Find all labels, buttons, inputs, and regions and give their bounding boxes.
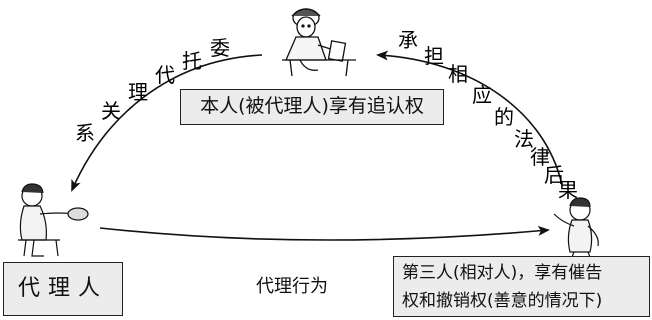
consequence-char: 果 <box>558 178 578 202</box>
principal-box: 本人(被代理人)享有追认权 <box>180 89 444 125</box>
delegation-char: 托 <box>182 49 202 73</box>
consequence-char: 律 <box>530 145 550 169</box>
agent-figure-icon <box>18 183 89 257</box>
consequence-char: 应 <box>472 83 492 107</box>
third-party-figure-icon <box>553 197 599 263</box>
agent-box: 代理人 <box>3 262 123 316</box>
principal-box-text: 本人(被代理人)享有追认权 <box>200 95 424 117</box>
consequence-char: 相 <box>448 62 468 86</box>
delegation-char: 系 <box>75 121 95 145</box>
consequence-char: 法 <box>514 127 534 151</box>
delegation-char: 委 <box>210 36 230 60</box>
agency-act-label: 代理行为 <box>256 276 328 297</box>
consequence-char: 担 <box>424 44 444 68</box>
consequence-char: 后 <box>544 163 564 187</box>
third-party-box: 第三人(相对人)，享有催告 权和撤销权(善意的情况下) <box>393 256 650 317</box>
principal-figure-icon <box>282 8 356 77</box>
third-party-box-line1: 第三人(相对人)，享有催告 <box>402 263 603 283</box>
third-party-box-line2: 权和撤销权(善意的情况下) <box>402 291 603 311</box>
agent-box-text: 代理人 <box>17 276 108 301</box>
consequence-char: 的 <box>494 105 514 129</box>
delegation-char: 理 <box>128 80 148 104</box>
consequence-char: 承 <box>398 28 418 52</box>
delegation-arrow <box>71 54 263 192</box>
agency-act-arrow <box>99 225 550 241</box>
delegation-char: 代 <box>155 63 175 87</box>
consequence-arrow <box>376 50 563 186</box>
delegation-char: 关 <box>101 99 121 123</box>
